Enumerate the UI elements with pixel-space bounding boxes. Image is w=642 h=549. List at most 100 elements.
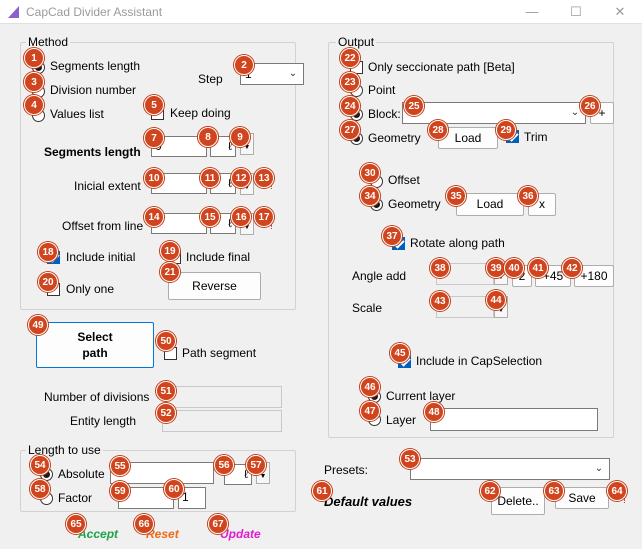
offset-from-line-label: Offset from line bbox=[62, 219, 144, 233]
annotation-badge: 47 bbox=[360, 401, 380, 421]
annotation-badge: 20 bbox=[38, 272, 58, 292]
length-to-use-group bbox=[20, 450, 296, 512]
annotation-badge: 36 bbox=[518, 186, 538, 206]
annotation-badge: 27 bbox=[340, 120, 360, 140]
block-load-button[interactable]: Load bbox=[438, 127, 498, 149]
segments-length-label: Segments length bbox=[44, 145, 141, 159]
entity-length-label: Entity length bbox=[70, 414, 137, 428]
annotation-badge: 17 bbox=[254, 207, 274, 227]
absolute-label: Absolute bbox=[58, 467, 105, 481]
annotation-badge: 51 bbox=[156, 381, 176, 401]
offset-from-line-marker: ! bbox=[270, 221, 273, 232]
window-title: CapCad Divider Assistant bbox=[26, 5, 163, 19]
update-link[interactable]: Update bbox=[220, 527, 261, 541]
layer-input[interactable] bbox=[430, 408, 598, 431]
absolute-input[interactable] bbox=[110, 462, 214, 484]
annotation-badge: 41 bbox=[528, 258, 548, 278]
entity-length-field bbox=[162, 410, 282, 432]
current-layer-label: Current layer bbox=[386, 389, 456, 403]
select-path-button[interactable]: Select path bbox=[36, 322, 154, 368]
annotation-badge: 54 bbox=[30, 455, 50, 475]
annotation-badge: 48 bbox=[424, 402, 444, 422]
annotation-badge: 30 bbox=[360, 163, 380, 183]
only-one-label: Only one bbox=[66, 282, 115, 296]
annotation-badge: 63 bbox=[544, 481, 564, 501]
annotation-badge: 26 bbox=[580, 96, 600, 116]
annotation-badge: 42 bbox=[562, 258, 582, 278]
minimize-icon[interactable]: — bbox=[525, 4, 539, 19]
annotation-badge: 57 bbox=[246, 455, 266, 475]
point-radio-label: Point bbox=[368, 83, 396, 97]
path-segment-label: Path segment bbox=[182, 346, 257, 360]
annotation-badge: 9 bbox=[230, 127, 250, 147]
annotation-badge: 55 bbox=[110, 456, 130, 476]
block-select[interactable]: ⌄ bbox=[402, 102, 586, 124]
chevron-down-icon: ⌄ bbox=[570, 107, 580, 118]
annotation-badge: 58 bbox=[30, 479, 50, 499]
method-group-title: Method bbox=[26, 35, 71, 49]
presets-select[interactable]: ⌄ bbox=[410, 458, 610, 480]
division-number-radio-label: Division number bbox=[50, 83, 137, 97]
annotation-badge: 16 bbox=[231, 207, 251, 227]
chevron-down-icon: ⌄ bbox=[288, 68, 298, 79]
number-of-divisions-field bbox=[162, 386, 282, 408]
chevron-down-icon: ⌄ bbox=[594, 463, 604, 474]
inicial-extent-marker: ! bbox=[270, 181, 273, 192]
annotation-badge: 13 bbox=[254, 168, 274, 188]
save-preset-button[interactable]: Save bbox=[555, 487, 609, 509]
inicial-extent-label: Inicial extent bbox=[74, 179, 141, 193]
annotation-badge: 29 bbox=[496, 120, 516, 140]
delete-preset-button[interactable]: Delete.. bbox=[491, 487, 545, 515]
annotation-badge: 49 bbox=[28, 315, 48, 335]
annotation-badge: 62 bbox=[480, 481, 500, 501]
default-values-link[interactable]: Default values bbox=[324, 494, 413, 509]
title-bar: CapCad Divider Assistant — ☐ ✕ bbox=[0, 0, 642, 24]
annotation-badge: 52 bbox=[156, 403, 176, 423]
annotation-badge: 60 bbox=[164, 479, 184, 499]
annotation-badge: 11 bbox=[200, 168, 220, 188]
presets-label: Presets: bbox=[324, 463, 369, 477]
annotation-badge: 43 bbox=[430, 291, 450, 311]
offset-geometry-label: Geometry bbox=[388, 197, 441, 211]
close-icon[interactable]: ✕ bbox=[614, 4, 626, 19]
annotation-badge: 21 bbox=[160, 262, 180, 282]
maximize-icon[interactable]: ☐ bbox=[570, 4, 582, 19]
annotation-badge: 34 bbox=[360, 186, 380, 206]
select-path-label: Select path bbox=[77, 330, 113, 360]
annotation-badge: 67 bbox=[208, 514, 228, 534]
include-capselection-label: Include in CapSelection bbox=[416, 354, 543, 368]
annotation-badge: 8 bbox=[198, 127, 218, 147]
accept-link[interactable]: Accept bbox=[78, 527, 119, 541]
annotation-badge: 7 bbox=[144, 128, 164, 148]
reset-link[interactable]: Reset bbox=[146, 527, 179, 541]
trim-label: Trim bbox=[524, 130, 548, 144]
annotation-badge: 64 bbox=[607, 481, 627, 501]
segments-length-radio-label: Segments length bbox=[50, 59, 141, 73]
angle-plus180-button[interactable]: +180 bbox=[574, 265, 614, 287]
annotation-badge: 19 bbox=[160, 241, 180, 261]
annotation-badge: 23 bbox=[340, 72, 360, 92]
annotation-badge: 22 bbox=[340, 48, 360, 68]
annotation-badge: 45 bbox=[390, 343, 410, 363]
include-initial-label: Include initial bbox=[66, 250, 136, 264]
annotation-badge: 39 bbox=[486, 258, 506, 278]
annotation-badge: 44 bbox=[486, 290, 506, 310]
reverse-button[interactable]: Reverse bbox=[168, 272, 261, 300]
factor-value[interactable]: 1 bbox=[178, 487, 206, 509]
layer-label: Layer bbox=[386, 413, 417, 427]
offset-load-button[interactable]: Load bbox=[456, 193, 524, 216]
annotation-badge: 3 bbox=[24, 72, 44, 92]
annotation-badge: 37 bbox=[382, 226, 402, 246]
factor-label: Factor bbox=[58, 491, 93, 505]
annotation-badge: 2 bbox=[234, 55, 254, 75]
keep-doing-label: Keep doing bbox=[170, 106, 231, 120]
block-geometry-label: Geometry bbox=[368, 131, 421, 145]
annotation-badge: 10 bbox=[144, 168, 164, 188]
annotation-badge: 38 bbox=[430, 258, 450, 278]
annotation-badge: 4 bbox=[24, 95, 44, 115]
annotation-badge: 61 bbox=[312, 481, 332, 501]
method-group bbox=[20, 42, 296, 310]
include-final-label: Include final bbox=[186, 250, 251, 264]
annotation-badge: 56 bbox=[214, 455, 234, 475]
step-label: Step bbox=[198, 72, 223, 86]
